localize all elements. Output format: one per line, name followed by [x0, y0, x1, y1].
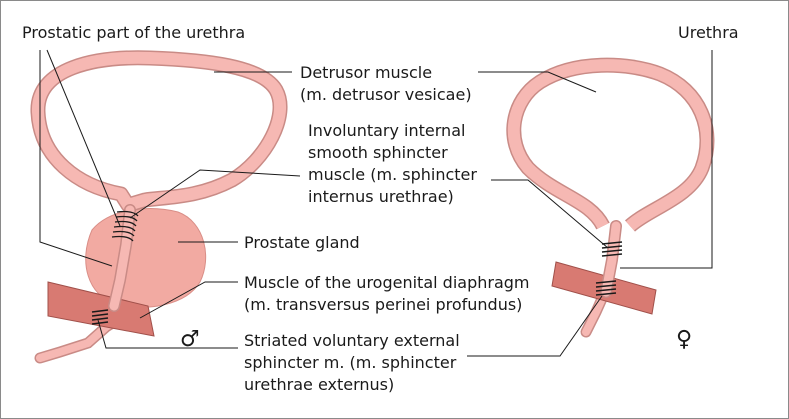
label-internal-4: internus urethrae) [308, 187, 454, 206]
label-prostatic-urethra: Prostatic part of the urethra [22, 23, 245, 42]
label-urethra: Urethra [678, 23, 739, 42]
prostate-gland [86, 209, 206, 308]
label-external-1: Striated voluntary external [244, 331, 460, 350]
label-external-2: sphincter m. (m. sphincter [244, 353, 457, 372]
female-anatomy [514, 65, 707, 332]
label-diaphragm-2: (m. transversus perinei profundus) [244, 295, 522, 314]
label-external-3: urethrae externus) [244, 375, 394, 394]
label-internal-1: Involuntary internal [308, 121, 465, 140]
label-detrusor-1: Detrusor muscle [300, 63, 432, 82]
female-symbol: ♀ [676, 327, 692, 352]
label-prostate: Prostate gland [244, 233, 360, 252]
label-internal-2: smooth sphincter [308, 143, 448, 162]
label-diaphragm-1: Muscle of the urogenital diaphragm [244, 273, 529, 292]
male-bladder-wall [38, 58, 280, 205]
label-detrusor-2: (m. detrusor vesicae) [300, 85, 472, 104]
label-internal-3: muscle (m. sphincter [308, 165, 477, 184]
male-symbol: ♂ [180, 327, 200, 352]
